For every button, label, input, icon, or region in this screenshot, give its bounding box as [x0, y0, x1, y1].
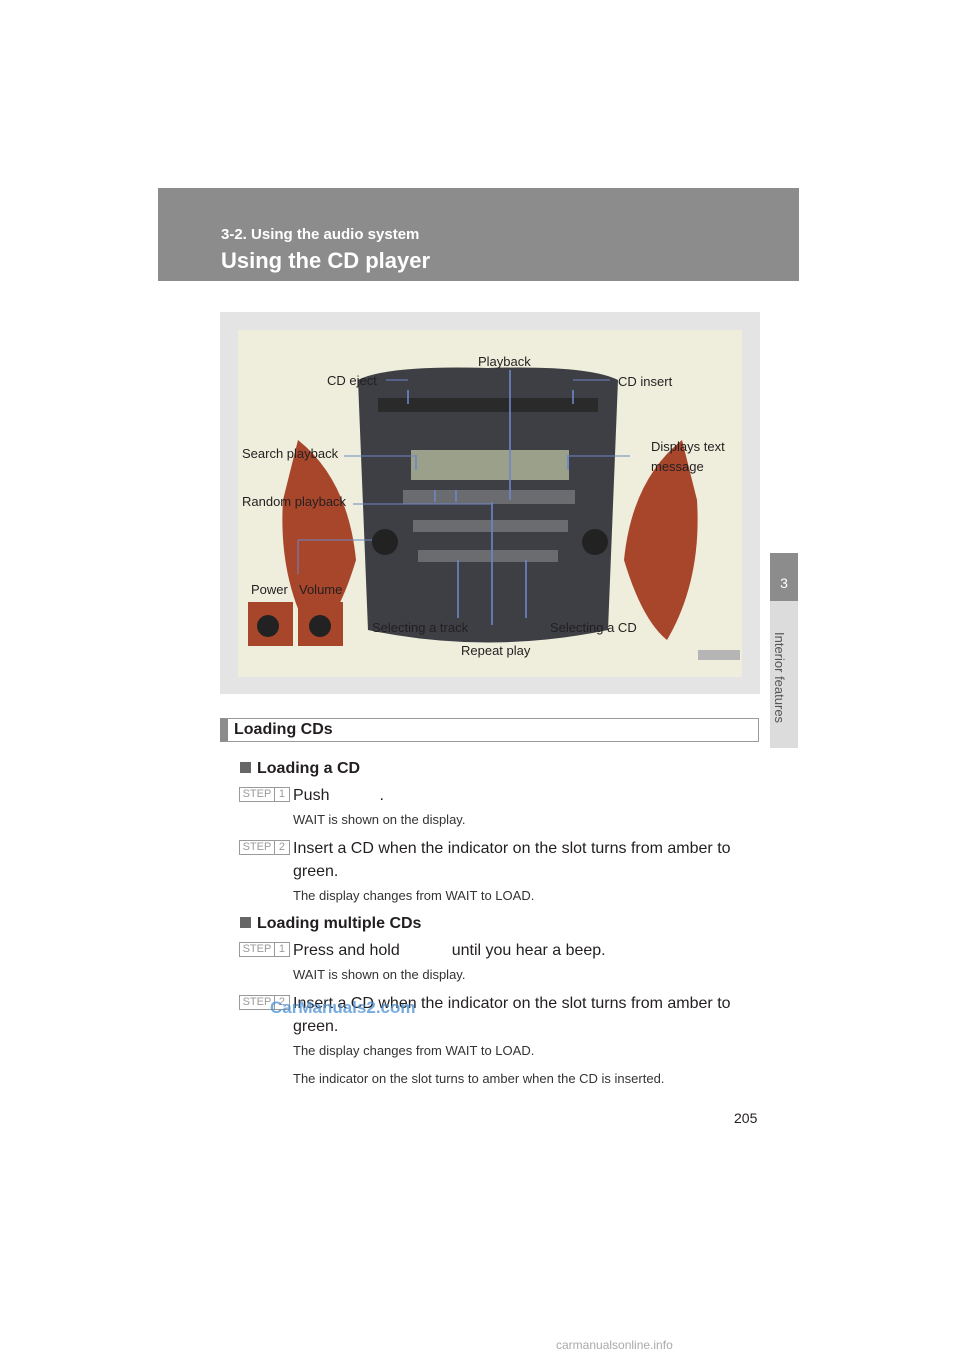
step-note: The display changes from WAIT to LOAD.: [293, 1043, 535, 1058]
label-repeat-play: Repeat play: [461, 643, 531, 658]
step-text: Insert a CD when the indicator on the sl…: [293, 840, 731, 880]
step-badge: STEP 1: [239, 787, 290, 802]
step-note-secondary: The indicator on the slot turns to amber…: [293, 1071, 665, 1086]
step-text-start: Press and hold: [293, 942, 400, 959]
label-playback: Playback: [478, 354, 531, 369]
step-text: Push.: [293, 784, 758, 807]
label-selecting-cd: Selecting a CD: [550, 620, 637, 635]
label-cd-eject: CD eject: [327, 373, 377, 388]
section-heading: 3-2. Using the audio system: [221, 226, 420, 243]
label-search-playback: Search playback: [242, 446, 339, 461]
section-title: Loading CDs: [234, 721, 333, 738]
step-text: Insert a CD when the indicator on the sl…: [293, 995, 731, 1035]
step-word: STEP: [242, 841, 272, 853]
step-text-start: Push: [293, 787, 330, 804]
step-number: 2: [273, 996, 289, 1009]
step-number: 1: [273, 943, 289, 956]
chapter-number: 3: [780, 575, 788, 591]
watermark-top: CarManuals2.com: [270, 998, 416, 1017]
label-volume: Volume: [299, 582, 343, 597]
label-random-playback: Random playback: [242, 494, 347, 509]
audio-panel-photo: Playback CD eject CD insert Search playb…: [238, 330, 742, 677]
step-text-end: until you hear a beep.: [451, 942, 606, 959]
step-number: 2: [273, 841, 289, 854]
chapter-label: Interior features: [772, 632, 787, 724]
step-word: STEP: [242, 996, 272, 1008]
step-text-end: .: [379, 787, 384, 804]
section-title-bar: Loading CDs: [220, 718, 759, 742]
chapter-side-bar: [770, 601, 798, 748]
step-text: Press and hold until you hear a beep.: [293, 939, 758, 962]
step-badge: STEP 2: [239, 840, 290, 855]
figure-reference-code: [698, 650, 740, 660]
audio-panel-illustration: [248, 367, 698, 646]
subsection-title-text: Loading multiple CDs: [257, 915, 422, 932]
page-title: Using the CD player: [221, 248, 431, 273]
label-displays-text-1: Displays text: [651, 439, 725, 454]
page-header: 3-2. Using the audio system Using the CD…: [158, 188, 799, 281]
step-note: The display changes from WAIT to LOAD.: [293, 888, 535, 903]
step-badge: STEP 2: [239, 995, 290, 1010]
label-cd-insert: CD insert: [618, 374, 673, 389]
step-badge: STEP 1: [239, 942, 290, 957]
step-number: 1: [273, 788, 289, 801]
subsection-title-multiple-cds: Loading multiple CDs: [240, 915, 421, 933]
label-power: Power: [251, 582, 288, 597]
cd-player-figure: Playback CD eject CD insert Search playb…: [220, 312, 760, 694]
chapter-tab: 3: [770, 553, 798, 601]
subsection-title-loading-cd: Loading a CD: [240, 760, 360, 778]
subsection-title-text: Loading a CD: [257, 760, 361, 777]
square-bullet-icon: [240, 917, 251, 928]
step-note: WAIT is shown on the display.: [293, 812, 466, 827]
square-bullet-icon: [240, 762, 251, 773]
step-note: WAIT is shown on the display.: [293, 967, 466, 982]
watermark-bottom: carmanualsonline.info: [556, 1338, 673, 1352]
step-word: STEP: [242, 943, 272, 955]
label-selecting-track: Selecting a track: [372, 620, 469, 635]
step-word: STEP: [242, 788, 272, 800]
page-number: 205: [734, 1110, 758, 1126]
label-displays-text-2: message: [651, 459, 704, 474]
